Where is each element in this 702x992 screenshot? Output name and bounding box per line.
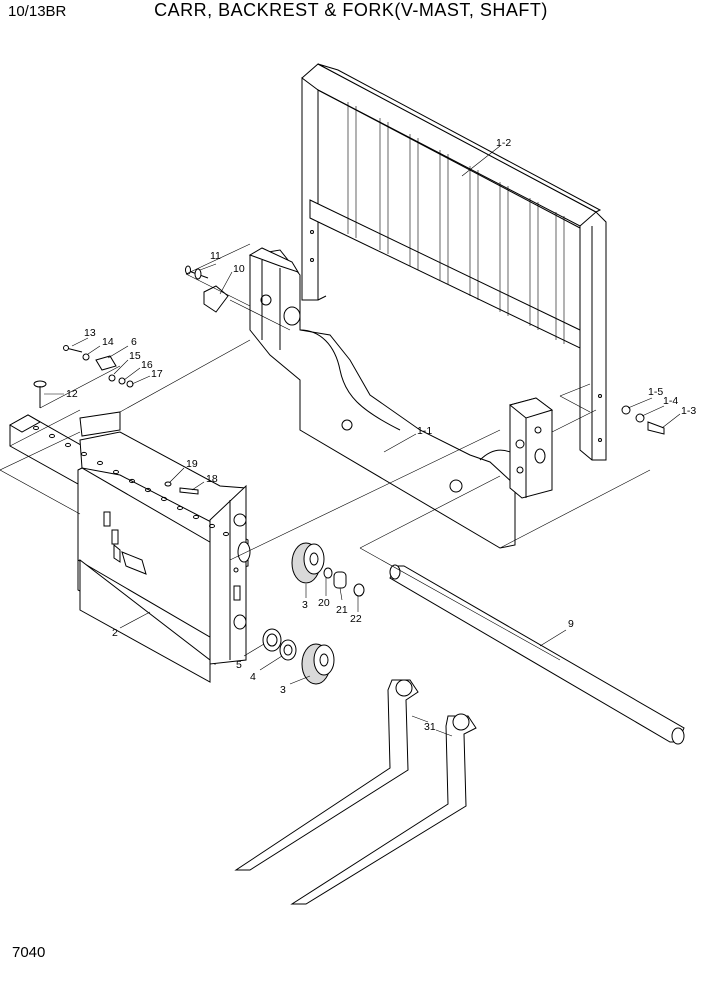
callout-labels: 1-2 1-1 1-3 1-4 1-5 2 3 3 4 5 6 9 10 11 …: [66, 137, 696, 733]
callout-4: 4: [250, 671, 256, 683]
forks: [234, 679, 477, 905]
callout-19: 19: [186, 458, 198, 470]
callout-12: 12: [66, 388, 78, 400]
model-code: 10/13BR: [8, 3, 67, 20]
callout-9: 9: [568, 618, 574, 630]
callout-17: 17: [151, 368, 163, 380]
callout-16: 16: [141, 359, 153, 371]
callout-31: 31: [424, 721, 436, 733]
callout-1-2: 1-2: [496, 137, 511, 149]
callout-20: 20: [318, 597, 330, 609]
callout-10: 10: [233, 263, 245, 275]
rollers: [262, 542, 365, 685]
shaft: [389, 564, 685, 745]
callout-3-lower: 3: [280, 684, 286, 696]
callout-1-3: 1-3: [681, 405, 696, 417]
callout-2: 2: [112, 627, 118, 639]
page-number: 7040: [12, 944, 46, 961]
small-parts: [33, 265, 665, 495]
carriage-frame: [8, 411, 251, 683]
callout-6: 6: [131, 336, 137, 348]
callout-5: 5: [236, 659, 242, 671]
callout-11: 11: [210, 250, 221, 262]
leader-lines: [0, 145, 681, 737]
carriage-plate: [248, 247, 554, 549]
callout-1-1: 1-1: [417, 425, 432, 437]
callout-14: 14: [102, 336, 114, 348]
callout-21: 21: [336, 604, 348, 616]
page-title: CARR, BACKREST & FORK(V-MAST, SHAFT): [154, 0, 548, 20]
callout-15: 15: [129, 350, 141, 362]
callout-1-4: 1-4: [663, 395, 678, 407]
callout-13: 13: [84, 327, 96, 339]
backrest: [301, 63, 607, 461]
callout-22: 22: [350, 613, 362, 625]
callout-1-5: 1-5: [648, 386, 663, 398]
callout-18: 18: [206, 473, 218, 485]
callout-3-upper: 3: [302, 599, 308, 611]
